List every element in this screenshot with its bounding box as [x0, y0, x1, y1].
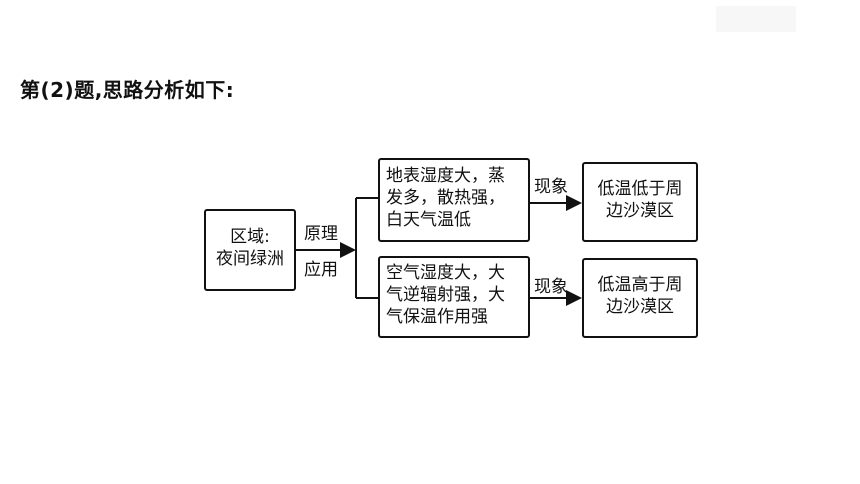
question-heading: 第(2)题,思路分析如下: — [20, 78, 235, 102]
corner-mark — [716, 6, 796, 32]
phenomenon-label-bottom: 现象 — [534, 277, 568, 297]
result-box-daytime: 低温低于周 边沙漠区 — [582, 162, 698, 242]
region-box: 区域: 夜间绿洲 — [204, 209, 296, 291]
result-box-nighttime: 低温高于周 边沙漠区 — [582, 258, 698, 338]
phenomenon-label-top: 现象 — [534, 177, 568, 197]
mechanism-box-nighttime: 空气湿度大，大 气逆辐射强，大 气保温作用强 — [378, 256, 530, 338]
mechanism-box-daytime: 地表湿度大，蒸 发多，散热强， 白天气温低 — [378, 158, 530, 242]
principle-label: 原理 — [304, 224, 338, 244]
application-label: 应用 — [304, 260, 338, 280]
